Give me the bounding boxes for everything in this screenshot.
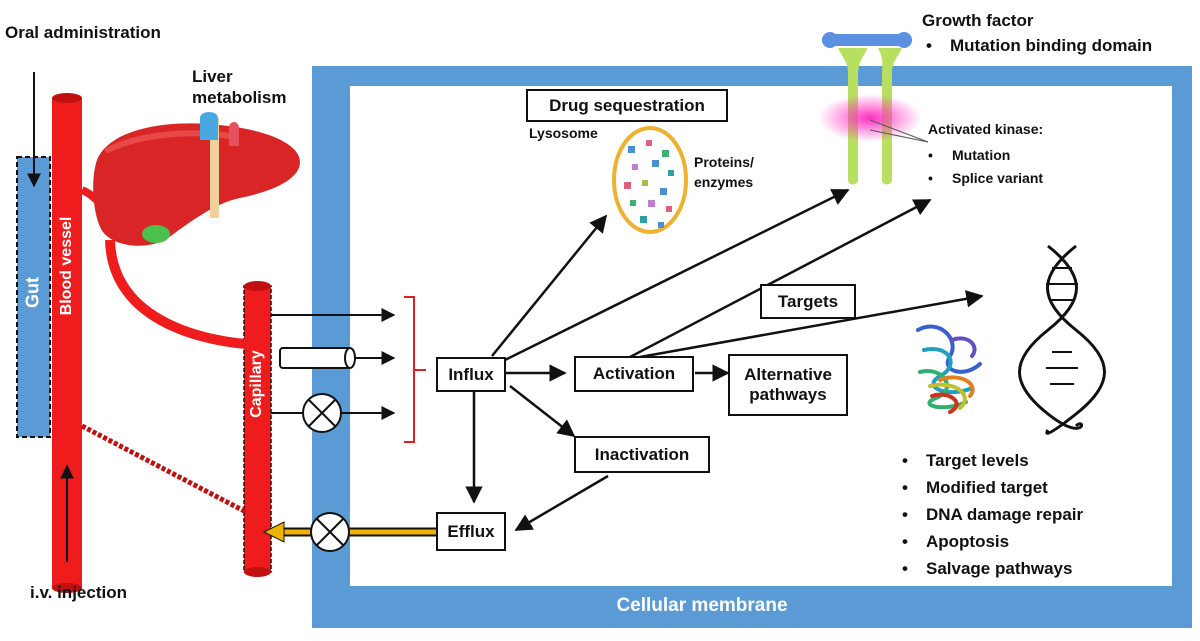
target-item: Modified target	[902, 474, 1083, 501]
efflux-pump-icon	[262, 512, 436, 552]
protein-structure-icon	[916, 324, 982, 414]
iv-injection-label: i.v. injection	[30, 583, 127, 602]
dna-helix-icon	[1018, 244, 1106, 435]
lysosome-label: Lysosome	[529, 125, 598, 141]
vessel-capillary-link	[80, 423, 248, 515]
capillary-label: Capillary	[248, 350, 265, 418]
target-item: Salvage pathways	[902, 555, 1083, 582]
liver-metabolism-label: Liver metabolism	[192, 67, 287, 107]
growth-factor-label: Growth factor	[922, 11, 1034, 30]
activated-kinase-label: Activated kinase:	[928, 121, 1044, 137]
gut-shape	[16, 156, 51, 438]
transporter-icon	[279, 347, 396, 369]
blood-vessel-label: Blood vessel	[58, 216, 75, 316]
flow-arrows	[465, 188, 984, 532]
hepatic-vein	[105, 239, 247, 349]
growth-factor-list: Mutation binding domain	[926, 36, 1152, 56]
target-item: Apoptosis	[902, 528, 1083, 555]
target-item: DNA damage repair	[902, 501, 1083, 528]
oral-administration-label: Oral administration	[5, 23, 161, 42]
targets-box: Targets	[760, 284, 856, 319]
alternative-pathways-box: Alternative pathways	[728, 354, 848, 416]
cellular-membrane-label: Cellular membrane	[616, 595, 788, 616]
proteins-enzymes-label: Proteins/ enzymes	[694, 154, 754, 190]
receptor-icon	[818, 32, 929, 185]
gut-label: Gut	[22, 277, 43, 308]
target-factor-list: Target levelsModified targetDNA damage r…	[902, 447, 1083, 582]
liver-icon	[93, 112, 300, 246]
drug-sequestration-box: Drug sequestration	[526, 89, 728, 122]
growth-factor-item: Mutation binding domain	[926, 36, 1152, 56]
lysosome-icon	[612, 126, 688, 234]
target-item: Target levels	[902, 447, 1083, 474]
inactivation-box: Inactivation	[574, 436, 710, 473]
activation-box: Activation	[574, 356, 694, 392]
kinase-item: Splice variant	[928, 167, 1043, 190]
kinase-list: MutationSplice variant	[928, 144, 1043, 190]
efflux-box: Efflux	[436, 512, 506, 551]
influx-box: Influx	[436, 357, 506, 392]
influx-bracket	[404, 296, 426, 443]
carrier-icon	[271, 393, 396, 433]
capillary-shape	[243, 281, 272, 577]
kinase-item: Mutation	[928, 144, 1043, 167]
